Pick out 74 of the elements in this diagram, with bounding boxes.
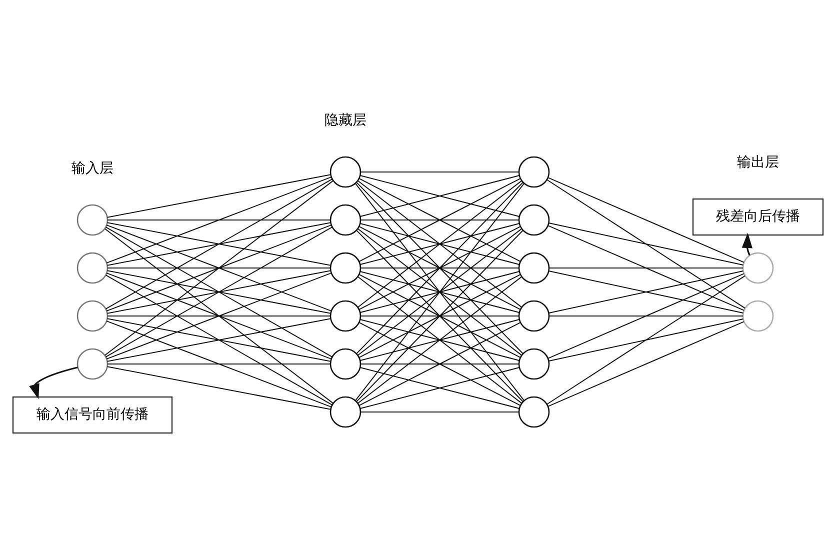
node-circle bbox=[518, 204, 550, 236]
connector bbox=[107, 219, 331, 220]
label: 输入层 bbox=[72, 160, 114, 176]
node-circle bbox=[518, 156, 550, 188]
connector bbox=[104, 180, 334, 356]
node-circle bbox=[518, 348, 550, 380]
connector bbox=[358, 226, 521, 310]
label: 隐藏层 bbox=[324, 112, 366, 128]
connector bbox=[105, 178, 332, 309]
connector bbox=[106, 174, 332, 218]
node-circle bbox=[742, 252, 774, 284]
connector bbox=[548, 224, 744, 310]
connector bbox=[360, 315, 520, 316]
connector bbox=[107, 363, 331, 364]
connector bbox=[358, 322, 521, 406]
connector bbox=[548, 318, 744, 361]
connector bbox=[105, 274, 332, 405]
connector bbox=[357, 180, 522, 308]
connector bbox=[360, 219, 520, 220]
connector bbox=[107, 315, 331, 316]
connector bbox=[357, 276, 522, 404]
connector bbox=[106, 176, 332, 263]
connector bbox=[546, 178, 746, 308]
node-circle bbox=[742, 300, 774, 332]
connector bbox=[105, 226, 332, 357]
connector bbox=[106, 272, 332, 359]
node-circle bbox=[76, 348, 108, 380]
arrow bbox=[29, 366, 78, 399]
node-circle bbox=[330, 204, 362, 236]
connector bbox=[358, 274, 521, 358]
connector bbox=[106, 320, 332, 407]
connector bbox=[546, 274, 746, 404]
node-circle bbox=[518, 252, 550, 284]
connector bbox=[106, 222, 332, 266]
node-circle bbox=[76, 204, 108, 236]
arrow bbox=[742, 232, 752, 256]
node-circle bbox=[330, 348, 362, 380]
connector bbox=[548, 320, 744, 406]
connector bbox=[548, 272, 744, 358]
node-circle bbox=[518, 300, 550, 332]
connector bbox=[358, 178, 521, 262]
connector bbox=[356, 229, 524, 402]
node-box: 残差向后传播 bbox=[692, 198, 824, 235]
connector bbox=[360, 171, 520, 172]
node-circle bbox=[518, 396, 550, 428]
connector bbox=[548, 222, 744, 265]
connector bbox=[356, 181, 524, 354]
connector bbox=[106, 270, 332, 314]
node-circle bbox=[330, 396, 362, 428]
connector bbox=[107, 267, 331, 268]
node-circle bbox=[76, 300, 108, 332]
connector bbox=[106, 318, 332, 362]
node-circle bbox=[76, 252, 108, 284]
connector bbox=[548, 176, 744, 262]
connector bbox=[360, 222, 520, 264]
connector bbox=[357, 228, 522, 356]
connector bbox=[360, 174, 520, 216]
connector bbox=[360, 366, 520, 408]
node-box: 输入信号向前传播 bbox=[12, 396, 172, 433]
node-circle bbox=[330, 156, 362, 188]
connector bbox=[360, 270, 520, 312]
node-circle bbox=[330, 300, 362, 332]
connector bbox=[106, 224, 332, 311]
connector bbox=[106, 366, 332, 410]
connector bbox=[360, 318, 520, 360]
connector bbox=[548, 315, 744, 316]
connector bbox=[360, 363, 520, 364]
connector bbox=[104, 228, 334, 404]
connector bbox=[548, 270, 744, 313]
label: 输出层 bbox=[737, 154, 779, 170]
connector bbox=[360, 267, 520, 268]
connector bbox=[360, 411, 520, 412]
node-circle bbox=[330, 252, 362, 284]
connector bbox=[548, 267, 744, 268]
